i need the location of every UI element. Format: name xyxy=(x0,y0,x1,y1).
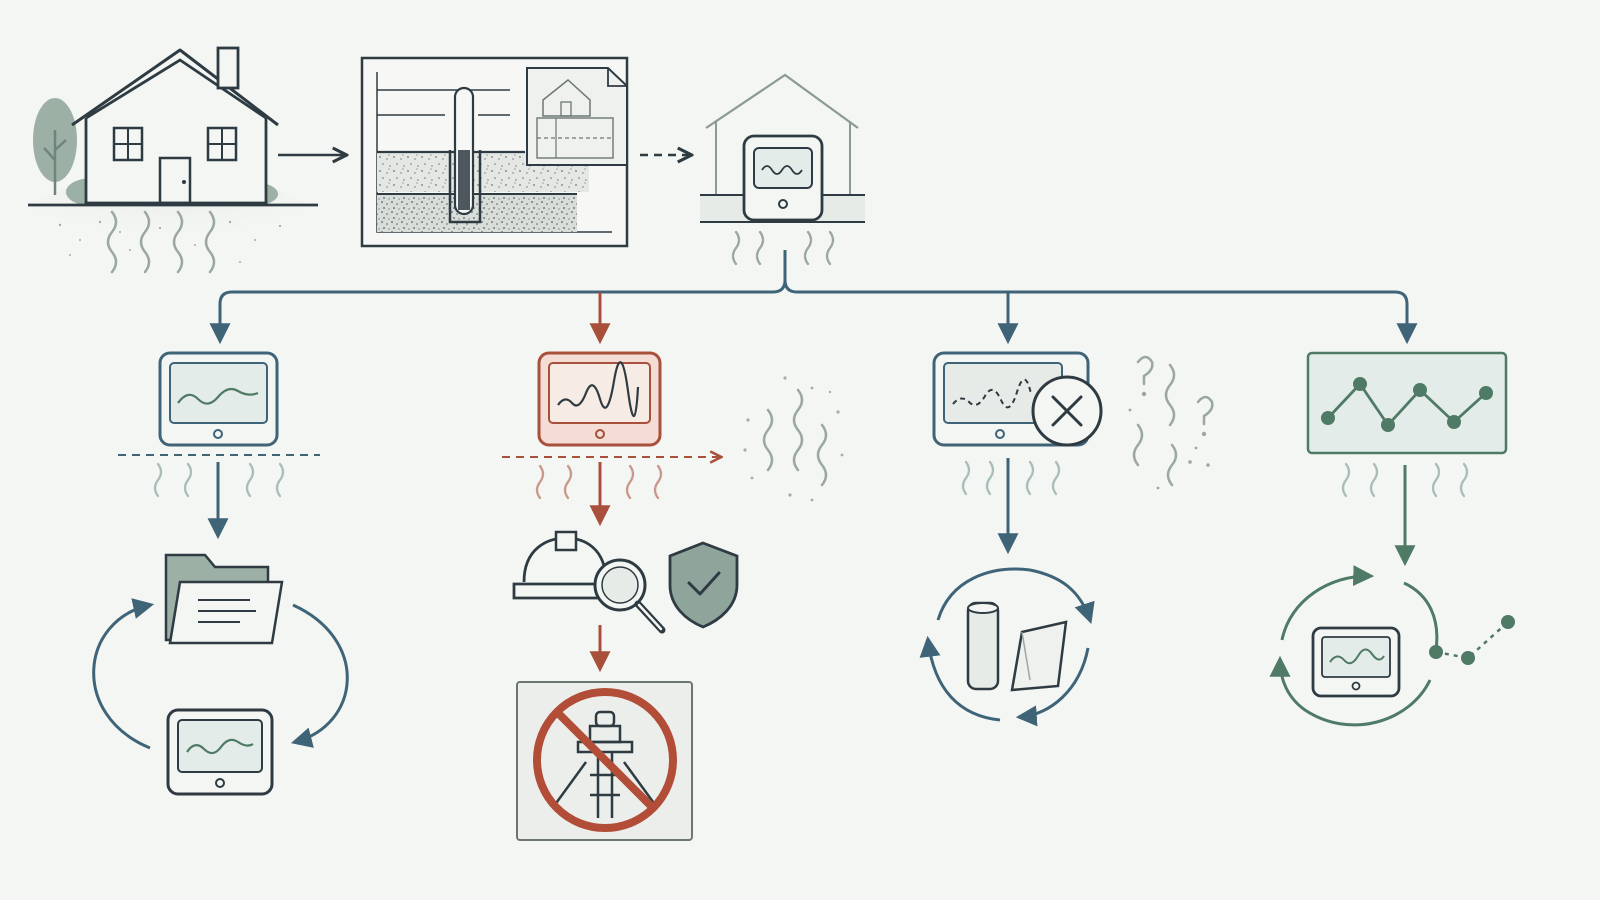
branch-connectors xyxy=(209,250,1418,345)
trend-chart-icon xyxy=(1306,351,1508,455)
folder-icon xyxy=(164,553,284,645)
branch-2-monitor-icon xyxy=(537,351,662,447)
branch-4-radon-waves xyxy=(1341,462,1469,498)
magnifier-icon xyxy=(593,558,666,634)
blueprint-sampler-icon xyxy=(360,56,629,248)
branch-3-radon-waves xyxy=(961,460,1061,496)
escaping-radon-cloud xyxy=(743,376,844,502)
radon-monitor-icon xyxy=(700,73,865,266)
shield-check-icon xyxy=(668,541,739,629)
branch-3-cycle-arrows-icon xyxy=(919,567,1095,727)
uncertain-readings-icon xyxy=(1128,355,1214,490)
branch-1-retest-monitor-icon xyxy=(166,708,274,796)
sample-vial-icon xyxy=(966,601,1068,692)
branch-1-monitor-icon xyxy=(158,351,279,447)
branch-2-radon-waves xyxy=(535,464,663,500)
house-icon xyxy=(20,46,320,275)
continuous-monitoring-cycle-icon xyxy=(1269,565,1515,727)
x-circle-icon xyxy=(1031,375,1103,447)
cycle-arrows-icon xyxy=(92,598,349,750)
no-drilling-icon xyxy=(516,681,693,841)
branch-1-radon-waves xyxy=(153,462,285,498)
